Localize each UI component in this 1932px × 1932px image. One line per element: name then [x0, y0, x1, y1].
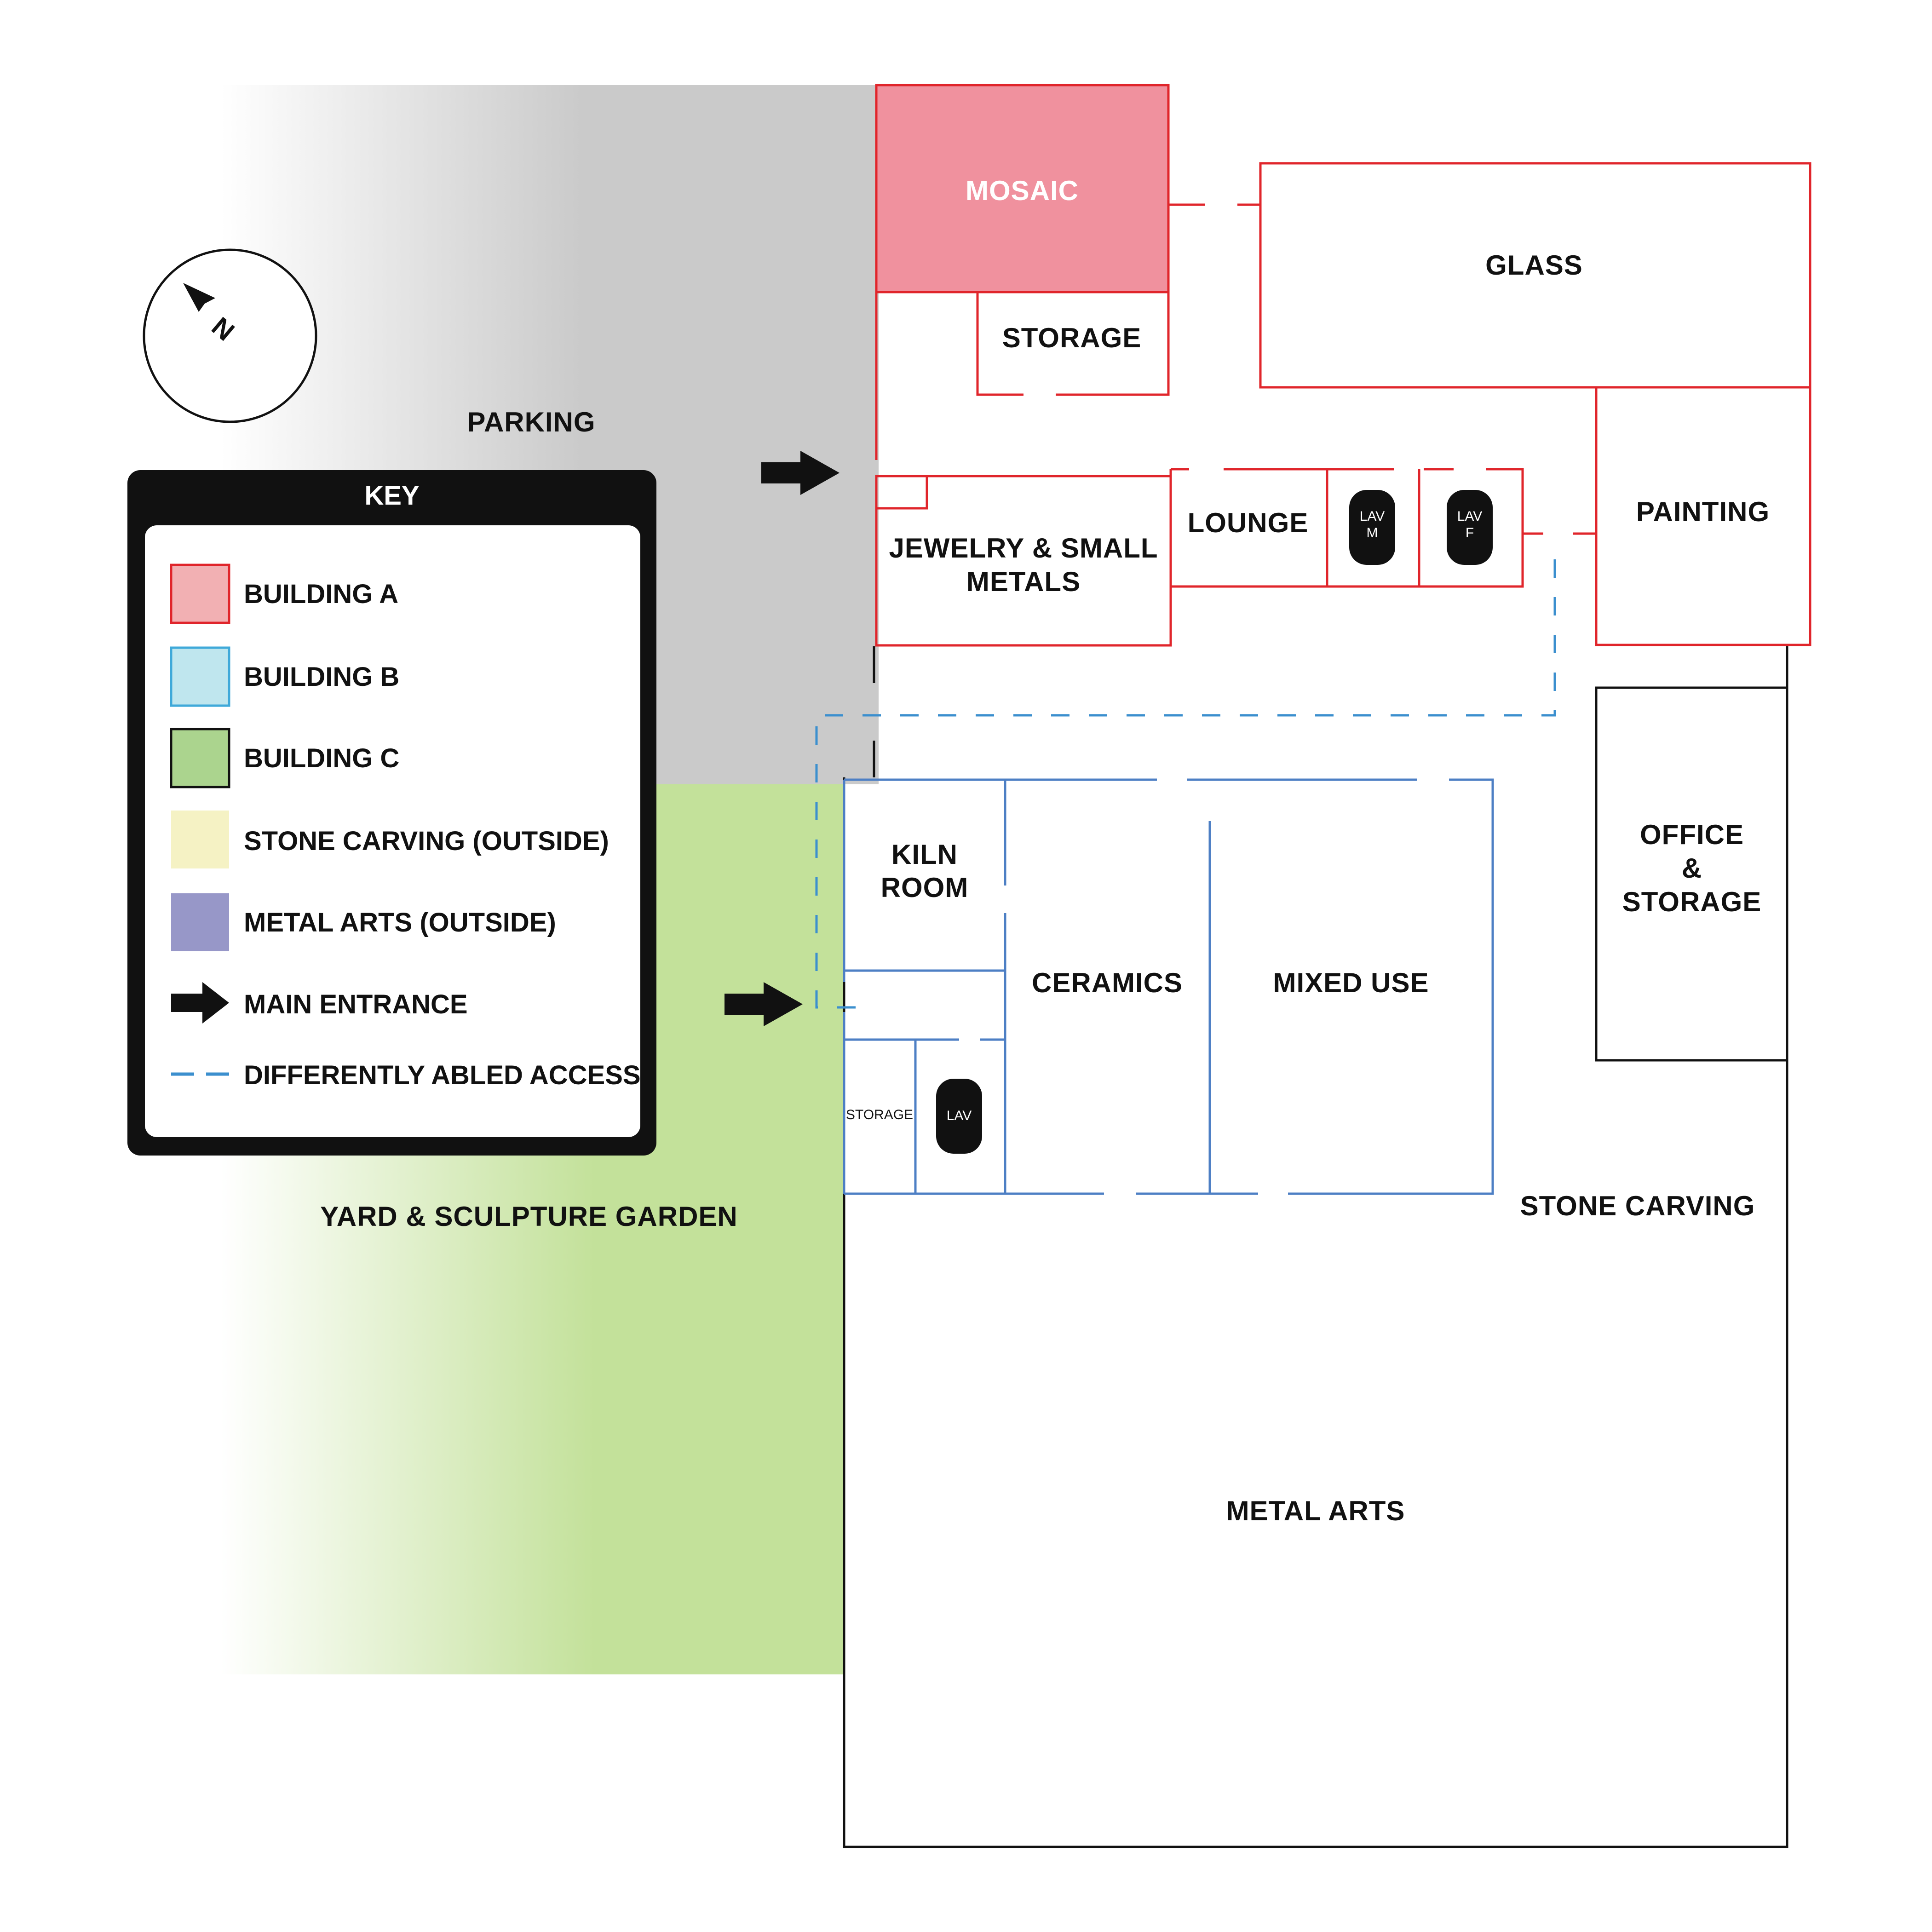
- lav-b-icon: [936, 1079, 982, 1154]
- compass: N: [143, 248, 317, 423]
- office-label-line3: STORAGE: [1622, 886, 1762, 917]
- legend-label-accessible: DIFFERENTLY ABLED ACCESS: [244, 1060, 641, 1090]
- building-b-swatch: [170, 646, 230, 707]
- legend-title: KEY: [364, 481, 419, 511]
- legend-label-building-c: BUILDING C: [244, 743, 399, 773]
- building-a: [875, 84, 1811, 647]
- yard-label: YARD & SCULPTURE GARDEN: [320, 1201, 738, 1232]
- lav-f-label-2: F: [1466, 525, 1474, 540]
- legend-label-building-a: BUILDING A: [244, 579, 398, 609]
- building-c-swatch: [170, 728, 230, 788]
- ceramics-label: CERAMICS: [1032, 967, 1183, 998]
- stone-carving-swatch: [171, 811, 229, 868]
- mosaic-label: MOSAIC: [966, 175, 1079, 206]
- lav-b-label: LAV: [947, 1108, 972, 1123]
- mosaic-room[interactable]: [875, 84, 1170, 293]
- compass-circle: [143, 248, 317, 423]
- lav-m-icon: [1349, 490, 1395, 565]
- kiln-label-line1: KILN: [891, 839, 958, 870]
- office-storage-room: [1595, 686, 1788, 1062]
- metal-arts-swatch: [171, 893, 229, 951]
- legend-body: [145, 525, 640, 1137]
- main-entrance-arrow-b: [724, 982, 803, 1026]
- arrow-icon: [171, 982, 229, 1024]
- storage-a-label: STORAGE: [1002, 322, 1142, 353]
- stone-carving-label: STONE CARVING: [1520, 1190, 1755, 1221]
- parking-label: PARKING: [467, 407, 595, 437]
- office-label-line1: OFFICE: [1640, 819, 1744, 850]
- north-arrow-icon: [183, 283, 215, 312]
- painting-label: PAINTING: [1636, 496, 1770, 527]
- jewelry-label-line1: JEWELRY & SMALL: [889, 533, 1158, 564]
- office-label-line2: &: [1682, 853, 1702, 884]
- legend-label-main-entrance: MAIN ENTRANCE: [244, 989, 468, 1019]
- building-a-swatch: [170, 564, 230, 624]
- legend-label-metal-arts: METAL ARTS (OUTSIDE): [244, 908, 556, 937]
- lav-m-label-1: LAV: [1360, 509, 1385, 524]
- mixed-use-label: MIXED USE: [1273, 967, 1429, 998]
- glass-room[interactable]: [1259, 162, 1811, 389]
- building-b: [843, 778, 1494, 1195]
- storage-a-room[interactable]: [976, 292, 1024, 396]
- legend-label-building-b: BUILDING B: [244, 662, 399, 692]
- legend: KEY BUILDING A BUILDING B BUILDING C STO…: [127, 470, 656, 1156]
- glass-label: GLASS: [1485, 250, 1583, 281]
- metal-arts-label: METAL ARTS: [1226, 1495, 1405, 1526]
- main-entrance-arrow-a: [761, 451, 840, 495]
- lav-f-label-1: LAV: [1457, 509, 1482, 524]
- kiln-label-line2: ROOM: [881, 872, 969, 903]
- lounge-label: LOUNGE: [1188, 507, 1309, 538]
- lav-f-icon: [1447, 490, 1493, 565]
- storage-b-label: STORAGE: [846, 1107, 913, 1122]
- painting-room[interactable]: [1595, 386, 1811, 646]
- jewelry-label-line2: METALS: [966, 566, 1081, 597]
- kiln-room[interactable]: [844, 913, 1006, 972]
- lav-m-label-2: M: [1367, 525, 1378, 540]
- building-c-outline: [843, 646, 1788, 1848]
- legend-label-stone-carving: STONE CARVING (OUTSIDE): [244, 826, 609, 856]
